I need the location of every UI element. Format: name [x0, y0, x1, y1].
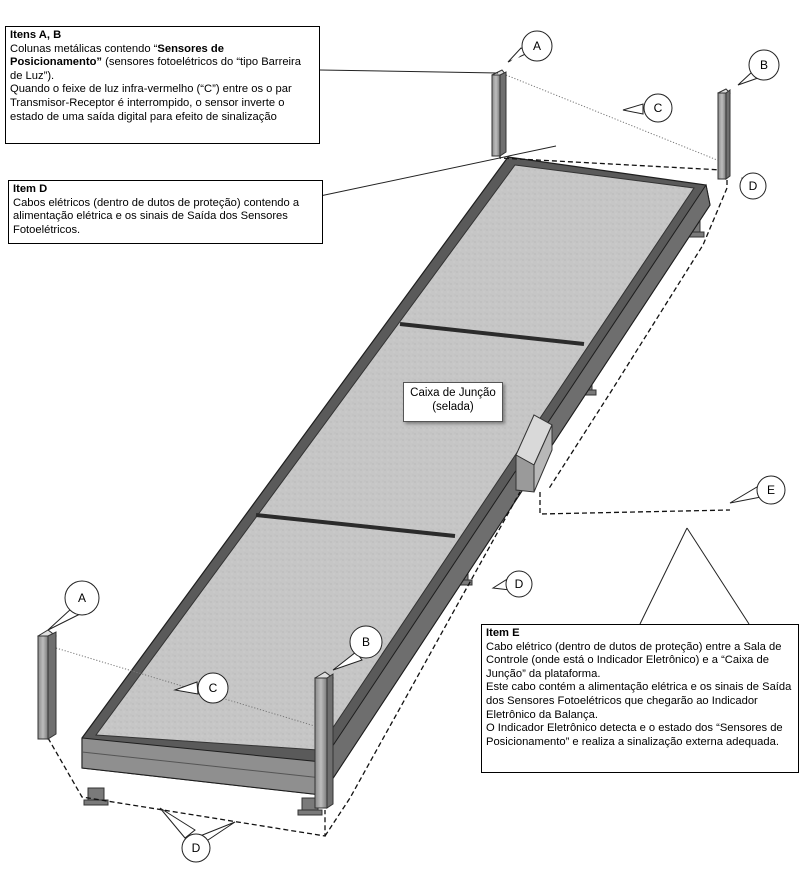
label-c-bottom: C	[209, 681, 218, 695]
junction-box-line2: (selada)	[432, 401, 474, 413]
items-a-b-text-post: (sensores fotoelétricos do “tipo Barreir…	[10, 56, 301, 82]
label-b-bottom: B	[362, 635, 370, 649]
callout-b-bottom: B	[332, 625, 383, 671]
column-b-top	[717, 88, 731, 180]
label-e: E	[767, 483, 775, 497]
junction-box-body	[515, 414, 553, 493]
label-d-top: D	[749, 179, 758, 193]
callout-a-bottom: A	[47, 580, 100, 631]
items-a-b-title: Itens A, B	[10, 29, 62, 41]
item-e-title: Item E	[486, 627, 520, 639]
items-a-b-description: Colunas metálicas contendo “Sensores de …	[10, 43, 315, 84]
column-a-top	[491, 69, 507, 157]
callout-c-bottom: C	[173, 672, 229, 704]
callout-e: E	[729, 475, 786, 505]
callout-d-top: D	[739, 172, 767, 200]
column-b-bottom	[314, 671, 334, 809]
item-e-paragraph-1: Cabo elétrico (dentro de dutos de proteç…	[486, 640, 782, 680]
infrared-beams	[55, 74, 723, 728]
label-b-top: B	[760, 58, 768, 72]
item-d-text: Cabos elétricos (dentro de dutos de prot…	[13, 196, 300, 236]
item-d-title: Item D	[13, 183, 48, 195]
item-e-box: Item E Cabo elétrico (dentro de dutos de…	[481, 624, 799, 773]
callout-d-bottom: D	[159, 807, 236, 863]
items-a-b-beam-text: Quando o feixe de luz infra-vermelho (“C…	[10, 83, 292, 123]
label-a-bottom: A	[78, 591, 86, 605]
callout-c-top: C	[622, 93, 673, 123]
column-a-bottom	[37, 629, 57, 740]
label-a-top: A	[533, 39, 541, 53]
leader-lines	[319, 69, 750, 625]
callout-a-top: A	[507, 30, 553, 66]
items-a-b-text-pre: Colunas metálicas contendo “	[10, 42, 158, 55]
items-a-b-box: Itens A, B Colunas metálicas contendo “S…	[5, 26, 320, 144]
label-c-top: C	[654, 101, 663, 115]
callout-d-middle: D	[491, 570, 533, 598]
item-d-box: Item D Cabos elétricos (dentro de dutos …	[8, 180, 323, 244]
item-e-paragraph-3: O Indicador Eletrônico detecta e o estad…	[486, 722, 783, 748]
label-d-bottom: D	[192, 841, 201, 855]
junction-box-line1: Caixa de Junção	[410, 387, 496, 399]
callout-b-top: B	[737, 49, 780, 86]
label-d-middle: D	[515, 577, 524, 591]
junction-box-label: Caixa de Junção (selada)	[403, 382, 503, 422]
item-e-paragraph-2: Este cabo contém a alimentação elétrica …	[486, 681, 792, 721]
items-a-b-text-bold: Sensores de Posicionamento”	[10, 42, 224, 69]
